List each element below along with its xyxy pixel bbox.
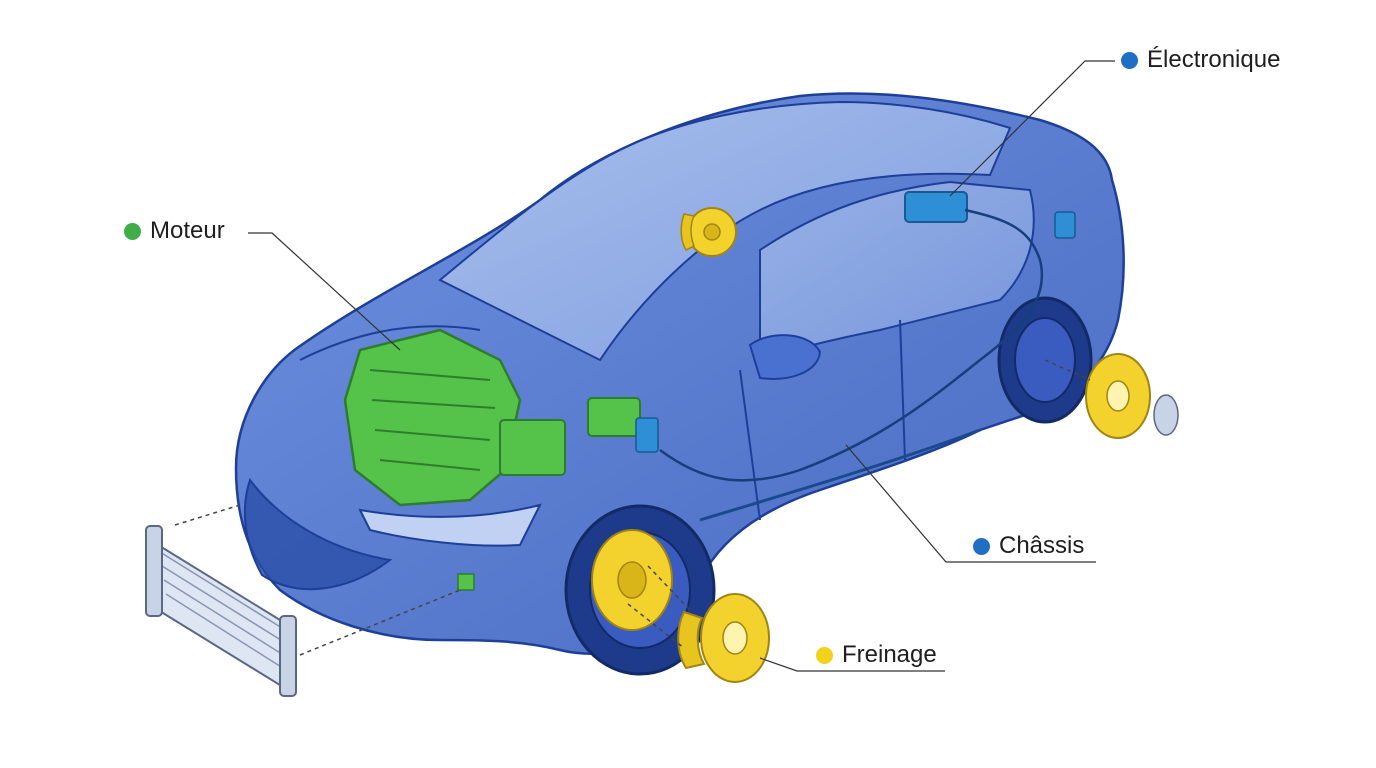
moteur-dot (124, 222, 141, 240)
label-electronique-text: Électronique (1147, 46, 1281, 73)
car-body (234, 92, 1125, 655)
electronique-dot (1121, 51, 1138, 69)
exploded-rear-brake (1044, 353, 1179, 439)
leader-freinage (759, 657, 945, 672)
leader-lines (248, 60, 1115, 672)
label-freinage-text: Freinage (842, 641, 937, 668)
label-moteur: Moteur (124, 217, 225, 245)
label-chassis-text: Châssis (999, 532, 1085, 559)
chassis-dot (973, 537, 990, 555)
leader-moteur (248, 232, 401, 351)
leader-electronique (949, 60, 1115, 197)
engine (343, 328, 641, 591)
front-brake-disc (591, 529, 673, 631)
exploded-front-brake (627, 565, 770, 683)
label-moteur-text: Moteur (150, 217, 225, 244)
electronics (635, 191, 1076, 482)
rear-brake-inner (680, 207, 737, 257)
exploded-radiator (145, 504, 461, 697)
freinage-dot (816, 646, 833, 664)
label-chassis: Châssis (973, 532, 1084, 560)
leader-chassis (845, 444, 1096, 563)
label-electronique: Électronique (1121, 46, 1280, 74)
label-freinage: Freinage (816, 641, 937, 669)
